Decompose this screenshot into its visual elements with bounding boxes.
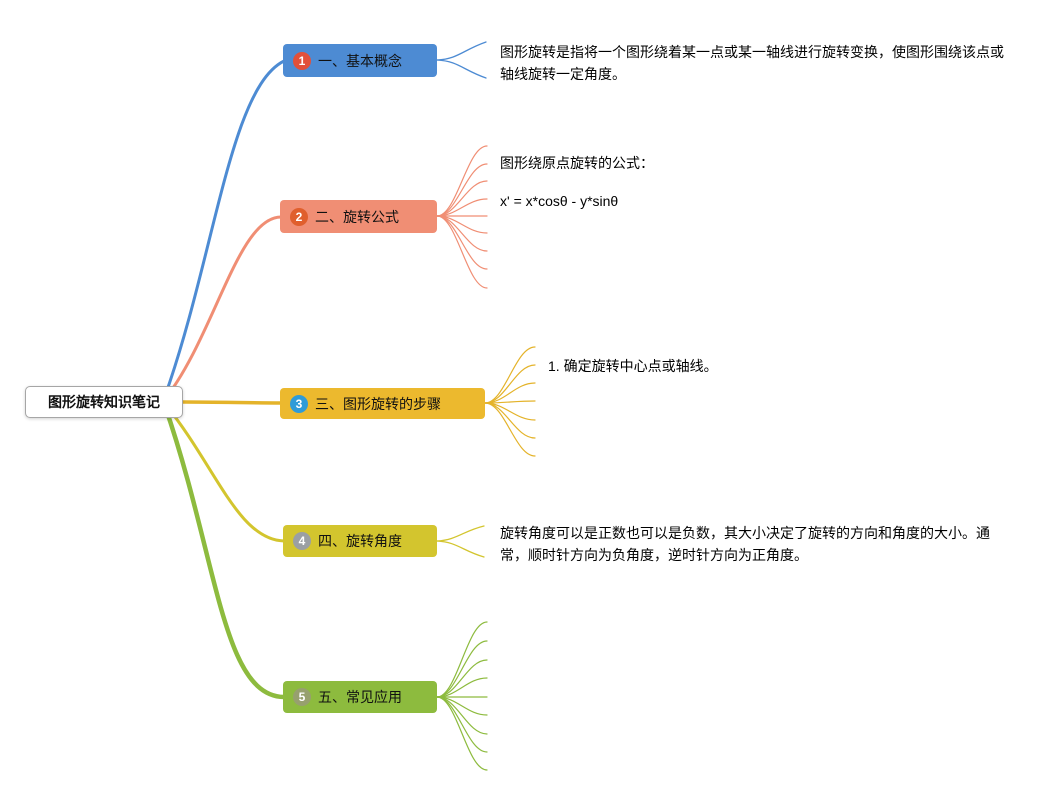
branch-curve-rotation-formula <box>163 145 488 401</box>
badge-5-icon: 5 <box>293 688 311 706</box>
root-node-label: 图形旋转知识笔记 <box>48 394 160 410</box>
note-rotation-formula-title[interactable]: 图形绕原点旋转的公式： <box>500 155 654 171</box>
branch-label-rotation-formula: 二、旋转公式 <box>315 208 399 225</box>
branch-node-common-applications[interactable]: 5 五、常见应用 <box>283 681 437 713</box>
note-rotation-angle[interactable]: 旋转角度可以是正数也可以是负数，其大小决定了旋转的方向和角度的大小。通常，顺时针… <box>500 525 990 563</box>
branch-node-basic-concepts[interactable]: 1 一、基本概念 <box>283 44 437 77</box>
branch-label-rotation-angle: 四、旋转角度 <box>318 533 402 549</box>
root-node[interactable]: 图形旋转知识笔记 <box>25 386 183 418</box>
branch-label-rotation-steps: 三、图形旋转的步骤 <box>315 395 441 412</box>
badge-1-icon: 1 <box>293 51 311 70</box>
badge-4-icon: 4 <box>293 532 311 550</box>
branch-node-rotation-steps[interactable]: 3 三、图形旋转的步骤 <box>280 388 485 419</box>
note-rotation-formula-equation[interactable]: x' = x*cosθ - y*sinθ <box>500 193 619 209</box>
branch-curve-rotation-angle <box>163 402 485 558</box>
branch-node-rotation-angle[interactable]: 4 四、旋转角度 <box>283 525 437 557</box>
badge-2-icon: 2 <box>290 207 308 226</box>
branch-curve-common-applications <box>162 403 488 771</box>
branch-curve-basic-concepts <box>163 41 487 398</box>
note-basic-concepts[interactable]: 图形旋转是指将一个图形绕着某一点或某一轴线进行旋转变换，使图形围绕该点或轴线旋转… <box>500 44 1004 82</box>
badge-3-icon: 3 <box>290 394 308 413</box>
branch-node-rotation-formula[interactable]: 2 二、旋转公式 <box>280 200 437 233</box>
branch-label-common-applications: 五、常见应用 <box>318 689 402 705</box>
note-rotation-steps[interactable]: 1. 确定旋转中心点或轴线。 <box>548 358 718 374</box>
branch-label-basic-concepts: 一、基本概念 <box>318 52 402 69</box>
branch-curve-rotation-steps <box>181 346 536 457</box>
